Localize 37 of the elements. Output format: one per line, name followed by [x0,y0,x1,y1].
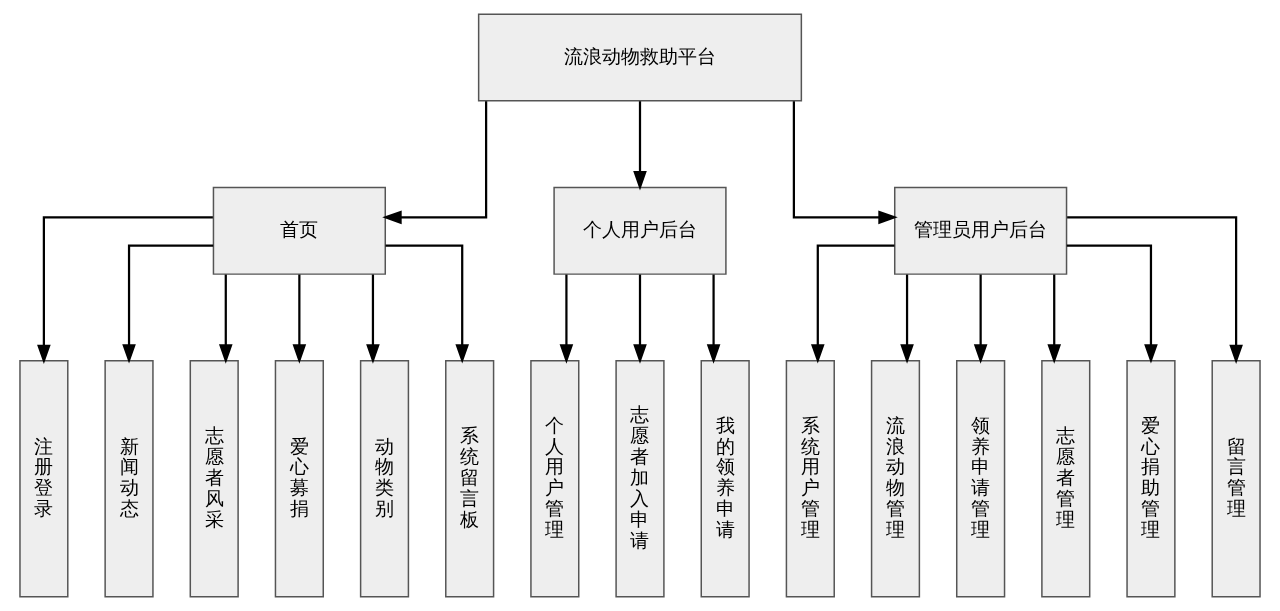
node-box: 志愿者风采 [189,360,239,598]
arrow [633,101,647,191]
node-box: 管理员用户后台 [894,186,1068,275]
node-box: 留言管理 [1211,360,1261,598]
node-box: 注册登录 [19,360,69,598]
node-box: 动物类别 [359,360,410,598]
arrow [792,101,898,225]
arrow [218,274,233,364]
arrow [1067,216,1243,365]
arrow [37,216,213,365]
node-box: 爱心捐助管理 [1126,360,1176,598]
arrow [366,274,380,364]
node-box: 系统用户管理 [785,360,835,598]
node-box: 新闻动态 [104,360,154,598]
arrow [811,244,895,364]
arrow [1066,244,1158,364]
arrow [382,101,488,225]
node-box: 流浪动物管理 [870,360,921,598]
arrow [122,244,214,364]
arrow [973,274,988,364]
node-box: 个人用户管理 [530,360,580,598]
node-box: 领养申请管理 [956,360,1006,598]
node-box: 志愿者管理 [1041,360,1091,598]
arrow [900,274,914,364]
arrow [559,274,574,364]
node-box: 流浪动物救助平台 [477,13,803,102]
node-box: 个人用户后台 [553,186,727,275]
node-box: 志愿者加入申请 [615,360,665,598]
node-box: 我的领养申请 [700,360,750,598]
arrow [633,274,647,364]
arrow [706,274,721,364]
node-box: 系统留言板 [445,360,495,598]
node-box: 首页 [212,186,386,275]
arrow [385,244,469,364]
arrow [1047,274,1062,364]
arrow [292,274,307,364]
node-box: 爱心募捐 [274,360,324,598]
